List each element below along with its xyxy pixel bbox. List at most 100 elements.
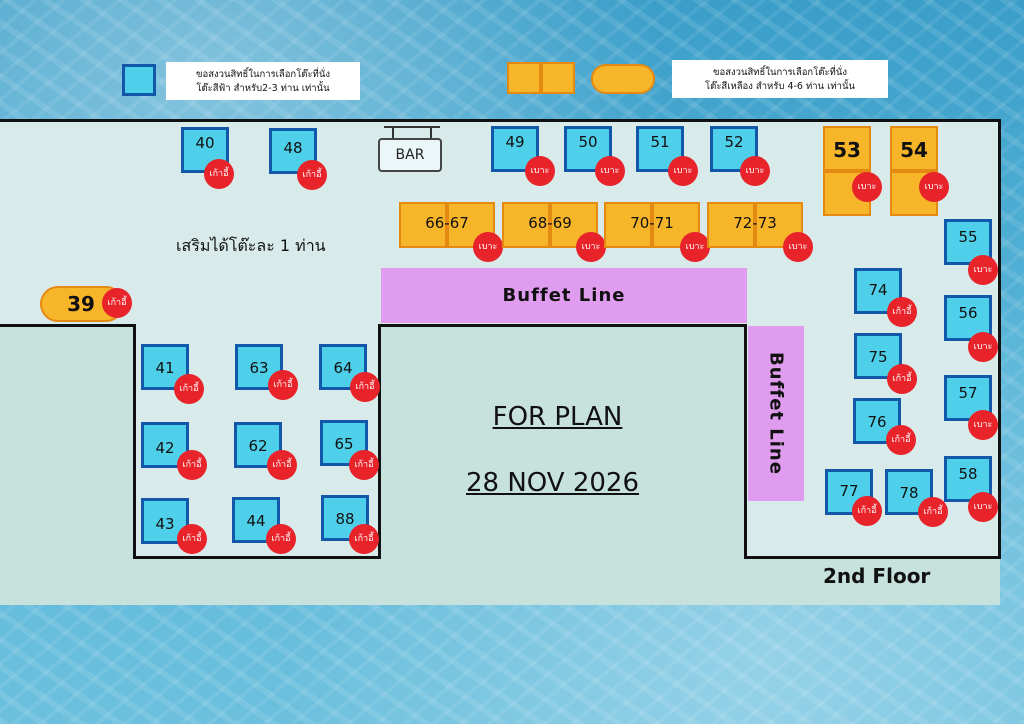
table-number: 41	[155, 359, 175, 377]
extra-seat-note: เสริมได้โต๊ะละ 1 ท่าน	[176, 236, 326, 255]
legend-yellow-line-2: โต๊ะสีเหลือง สำหรับ 4-6 ท่าน เท่านั้น	[705, 81, 855, 92]
seat-chair-64[interactable]: เก้าอี้	[350, 372, 380, 402]
seat-sofa-53[interactable]: เบาะ	[852, 172, 882, 202]
seat-sofa-58[interactable]: เบาะ	[968, 492, 998, 522]
table-number: 57	[958, 384, 978, 402]
table-number: 49	[505, 133, 525, 151]
table-number: 55	[958, 228, 978, 246]
seat-sofa-72-73[interactable]: เบาะ	[783, 232, 813, 262]
seat-sofa-52[interactable]: เบาะ	[740, 156, 770, 186]
wall-top	[0, 119, 1001, 122]
table-66-67-left[interactable]	[399, 202, 447, 248]
seat-sofa-57[interactable]: เบาะ	[968, 410, 998, 440]
seat-chair-88[interactable]: เก้าอี้	[349, 524, 379, 554]
table-70-71-left[interactable]	[604, 202, 652, 248]
seat-sofa-68-69[interactable]: เบาะ	[576, 232, 606, 262]
table-40[interactable]: 40	[181, 127, 229, 173]
table-56[interactable]: 56	[944, 295, 992, 341]
bar-sign-hook-left	[392, 128, 394, 138]
bar-sign: BAR	[378, 138, 442, 172]
seat-sofa-49[interactable]: เบาะ	[525, 156, 555, 186]
wall-right-room-bottom	[744, 556, 1001, 559]
table-66-67-number: 66-67	[425, 214, 469, 232]
floor-label: 2nd Floor	[823, 564, 931, 588]
table-number: 78	[899, 484, 919, 502]
bar-sign-hook-right	[430, 128, 432, 138]
table-88[interactable]: 88	[321, 495, 369, 541]
table-72-73-right[interactable]	[755, 202, 803, 248]
seat-chair-41[interactable]: เก้าอี้	[174, 374, 204, 404]
table-number: 88	[335, 510, 355, 528]
table-number: 54	[900, 138, 928, 162]
floor-right-bottom	[745, 557, 1000, 605]
legend-blue-line-2: โต๊ะสีฟ้า สำหรับ2-3 ท่าน เท่านั้น	[196, 83, 330, 94]
table-53-top[interactable]: 53	[823, 126, 871, 171]
table-number: 77	[839, 482, 859, 500]
seat-sofa-56[interactable]: เบาะ	[968, 332, 998, 362]
table-number: 62	[248, 437, 268, 455]
seat-chair-39[interactable]: เก้าอี้	[102, 288, 132, 318]
table-number: 43	[155, 515, 175, 533]
legend-blue-text: ขอสงวนสิทธิ์ในการเลือกโต๊ะที่นั่ง โต๊ะสี…	[166, 62, 360, 100]
table-number: 52	[724, 133, 744, 151]
seat-sofa-66-67[interactable]: เบาะ	[473, 232, 503, 262]
table-number: 53	[833, 138, 861, 162]
bar-label: BAR	[395, 147, 425, 163]
legend-yellow-line-1: ขอสงวนสิทธิ์ในการเลือกโต๊ะที่นั่ง	[713, 67, 847, 78]
seat-sofa-70-71[interactable]: เบาะ	[680, 232, 710, 262]
seat-chair-76[interactable]: เก้าอี้	[886, 425, 916, 455]
seat-chair-62[interactable]: เก้าอี้	[267, 450, 297, 480]
buffet-label-vertical: Buffet Line	[765, 352, 787, 475]
table-number: 56	[958, 304, 978, 322]
table-72-73-left[interactable]	[707, 202, 755, 248]
table-72-73-number: 72-73	[733, 214, 777, 232]
wall-center-top	[378, 324, 747, 327]
table-number: 76	[867, 413, 887, 431]
table-68-69-left[interactable]	[502, 202, 550, 248]
seat-chair-74[interactable]: เก้าอี้	[887, 297, 917, 327]
buffet-label-horizontal: Buffet Line	[502, 285, 626, 306]
table-number: 42	[155, 439, 175, 457]
table-number: 63	[249, 359, 269, 377]
legend-yellow-oval	[591, 64, 655, 94]
table-number: 65	[334, 435, 354, 453]
seat-sofa-55[interactable]: เบาะ	[968, 255, 998, 285]
table-number: 64	[333, 359, 353, 377]
table-number: 50	[578, 133, 598, 151]
bar-sign-rail	[384, 126, 440, 128]
seat-chair-77[interactable]: เก้าอี้	[852, 496, 882, 526]
table-number: 51	[650, 133, 670, 151]
table-70-71-number: 70-71	[630, 214, 674, 232]
table-54-top[interactable]: 54	[890, 126, 938, 171]
table-number: 58	[958, 465, 978, 483]
seat-chair-63[interactable]: เก้าอี้	[268, 370, 298, 400]
plan-date: 28 NOV 2026	[465, 468, 640, 498]
table-76[interactable]: 76	[853, 398, 901, 444]
table-78[interactable]: 78	[885, 469, 933, 515]
table-number: 74	[868, 281, 888, 299]
seat-chair-65[interactable]: เก้าอี้	[349, 450, 379, 480]
seat-chair-48[interactable]: เก้าอี้	[297, 160, 327, 190]
legend-yellow-swatch-left	[507, 62, 541, 94]
legend-yellow-text: ขอสงวนสิทธิ์ในการเลือกโต๊ะที่นั่ง โต๊ะสี…	[672, 60, 888, 98]
seat-sofa-50[interactable]: เบาะ	[595, 156, 625, 186]
table-50[interactable]: 50	[564, 126, 612, 172]
seat-chair-78[interactable]: เก้าอี้	[918, 497, 948, 527]
seat-chair-75[interactable]: เก้าอี้	[887, 364, 917, 394]
seat-chair-43[interactable]: เก้าอี้	[177, 524, 207, 554]
seat-chair-40[interactable]: เก้าอี้	[204, 159, 234, 189]
seat-sofa-54[interactable]: เบาะ	[919, 172, 949, 202]
seat-sofa-51[interactable]: เบาะ	[668, 156, 698, 186]
floor-left-low	[0, 325, 135, 605]
wall-right	[998, 119, 1001, 559]
seat-chair-44[interactable]: เก้าอี้	[266, 524, 296, 554]
table-75[interactable]: 75	[854, 333, 902, 379]
buffet-line-vertical: Buffet Line	[748, 326, 804, 501]
plan-title: FOR PLAN	[492, 402, 623, 432]
wall-left-step	[0, 324, 136, 327]
seat-chair-42[interactable]: เก้าอี้	[177, 450, 207, 480]
legend-blue-swatch	[122, 64, 156, 96]
floor-center	[380, 325, 745, 605]
table-number: 40	[195, 134, 215, 152]
